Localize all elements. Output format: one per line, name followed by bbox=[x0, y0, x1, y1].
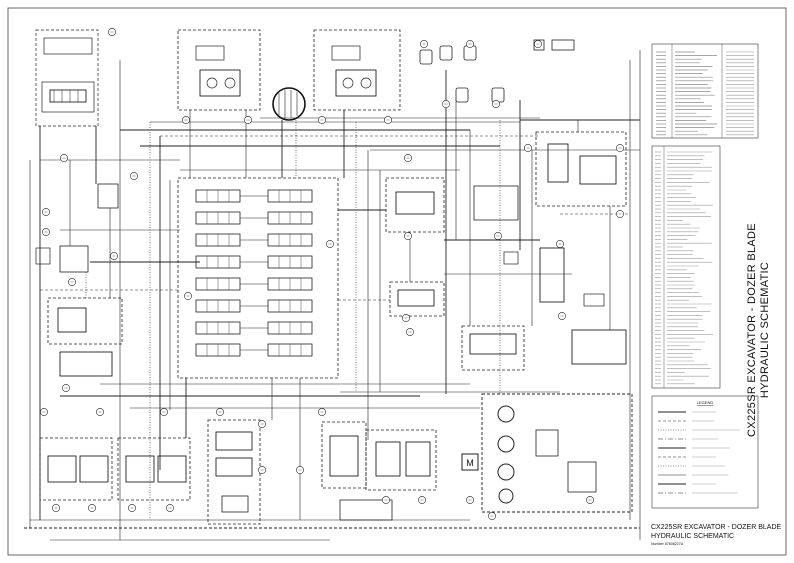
right-middle-pilot-block bbox=[503, 247, 605, 307]
vertical-title-line2: HYDRAULIC SCHEMATIC bbox=[759, 262, 771, 398]
dozer-control-valve bbox=[385, 177, 445, 317]
title-line2: HYDRAULIC SCHEMATIC bbox=[651, 533, 734, 540]
vertical-title-line1: CX225SR EXCAVATOR - DOZER BLADE bbox=[746, 223, 758, 437]
top-left-tank-assembly bbox=[35, 29, 99, 127]
right-solenoid-block bbox=[461, 325, 627, 371]
top-accumulators bbox=[419, 39, 575, 103]
title-line1: CX225SR EXCAVATOR - DOZER BLADE bbox=[651, 524, 782, 531]
left-pilot-valves bbox=[35, 183, 123, 377]
piping-network bbox=[24, 50, 641, 541]
top-left-swing-valve-block bbox=[177, 29, 261, 111]
bottom-middle-cylinders bbox=[321, 421, 437, 521]
travel-motors bbox=[39, 437, 191, 501]
component-list bbox=[651, 145, 721, 389]
pump-group: M bbox=[461, 393, 633, 513]
title-block: CX225SR EXCAVATOR - DOZER BLADE HYDRAULI… bbox=[651, 524, 782, 546]
legend-box: LEGEND bbox=[651, 395, 759, 509]
bottom-center-valve-stack bbox=[207, 419, 261, 525]
component-callouts bbox=[40, 28, 624, 520]
main-control-valve bbox=[177, 177, 339, 379]
engine-motor-symbol: M bbox=[466, 458, 474, 468]
sheet-border bbox=[7, 7, 787, 556]
vertical-title: CX225SR EXCAVATOR - DOZER BLADE HYDRAULI… bbox=[746, 223, 771, 437]
top-center-swing-valve-block bbox=[313, 29, 401, 111]
right-upper-valve-block bbox=[473, 131, 627, 221]
swivel-joint bbox=[272, 87, 306, 121]
drawing-number: Number 87608227A bbox=[651, 542, 684, 546]
parts-table bbox=[651, 43, 759, 139]
legend-heading: LEGEND bbox=[697, 400, 714, 405]
